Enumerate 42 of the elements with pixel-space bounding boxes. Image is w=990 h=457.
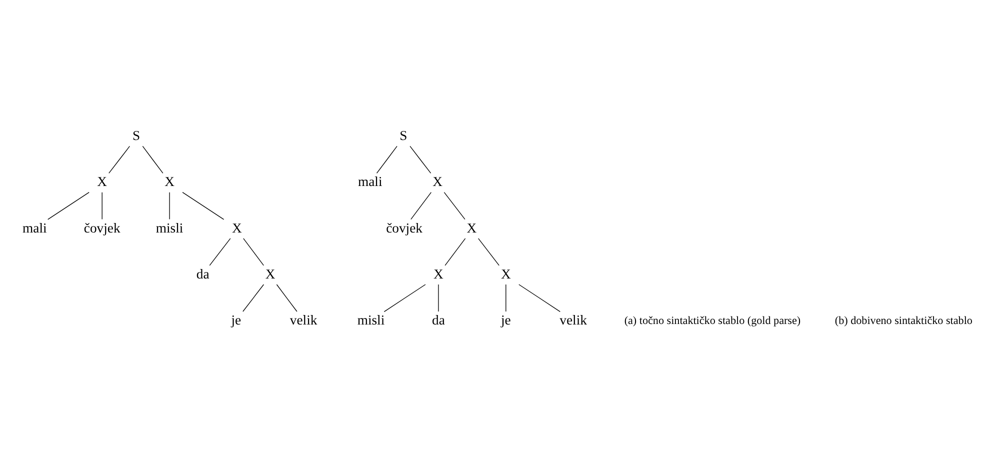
connector — [444, 191, 466, 220]
connector — [518, 284, 560, 312]
label: (a) točno sintaktičko stablo (gold parse) — [624, 314, 801, 327]
node-text: čovjek — [84, 220, 120, 235]
node-text: misli — [156, 220, 184, 235]
connector — [142, 145, 164, 174]
connector — [48, 191, 90, 220]
node-text: je — [231, 312, 242, 327]
connector — [108, 145, 130, 174]
node-text: velik — [560, 312, 587, 327]
node-text: da — [196, 266, 210, 281]
node-text: čovjek — [386, 220, 422, 235]
connector — [384, 284, 426, 312]
connector — [410, 145, 432, 174]
node-text: je — [500, 312, 511, 327]
connector — [276, 284, 298, 312]
node-text: S — [132, 128, 140, 143]
node-text: S — [400, 128, 408, 143]
node-text: X — [265, 266, 276, 281]
node-text: mali — [358, 174, 382, 189]
connector — [376, 145, 398, 174]
connector — [209, 238, 231, 266]
node-text: da — [432, 312, 445, 327]
node-text: X — [164, 174, 174, 189]
node-text: X — [97, 174, 108, 189]
connector — [478, 238, 500, 266]
node-text: X — [432, 174, 443, 189]
connector — [410, 191, 432, 220]
connector — [243, 238, 264, 266]
node-text: X — [500, 266, 511, 281]
connector — [169, 191, 170, 220]
connector — [438, 284, 439, 312]
connector — [444, 238, 466, 266]
connector — [242, 284, 264, 312]
node-text: velik — [290, 312, 318, 327]
connector — [182, 191, 224, 220]
label: (b) dobiveno sintaktičko stablo — [834, 314, 972, 327]
node-text: mali — [22, 220, 47, 235]
node-text: X — [434, 266, 444, 281]
node-text: X — [232, 220, 242, 235]
node-text: X — [466, 220, 477, 235]
node-text: misli — [357, 312, 385, 327]
